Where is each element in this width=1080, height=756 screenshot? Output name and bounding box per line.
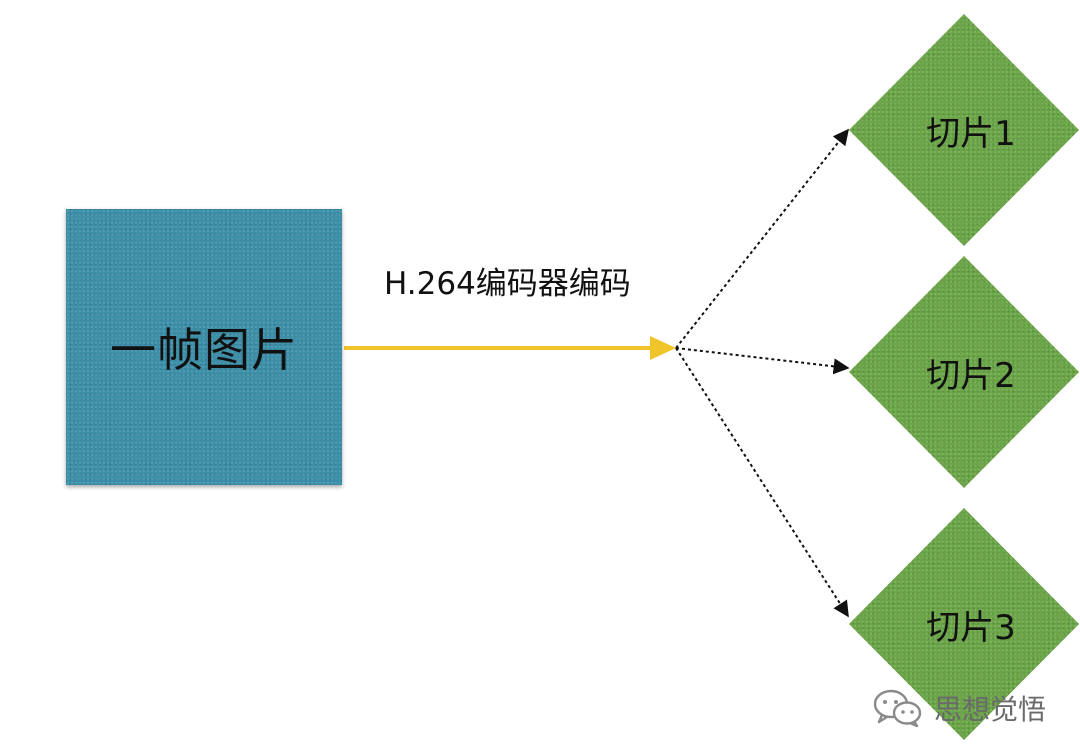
slice-label-2: 切片2 <box>926 355 1016 396</box>
source-frame-box: 一帧图片 <box>66 209 342 485</box>
dotted-arrow-slice-1 <box>675 128 849 349</box>
encoder-label: H.264编码器编码 <box>384 266 631 302</box>
dotted-arrow-slice-3 <box>675 347 849 618</box>
main-arrow-head <box>650 336 676 360</box>
slice-label-1: 切片1 <box>926 113 1016 154</box>
slice-label-3: 切片3 <box>926 607 1016 648</box>
wechat-icon <box>873 689 922 728</box>
source-frame-label: 一帧图片 <box>110 323 298 377</box>
slice-diamond-1: 切片1 <box>849 14 1079 246</box>
watermark-text: 思想觉悟 <box>934 693 1047 726</box>
dotted-arrow-slice-2 <box>675 347 850 375</box>
slice-diamond-3: 切片3 <box>849 508 1079 740</box>
slice-diamond-2: 切片2 <box>849 256 1079 488</box>
watermark: 思想觉悟 <box>872 688 1046 728</box>
